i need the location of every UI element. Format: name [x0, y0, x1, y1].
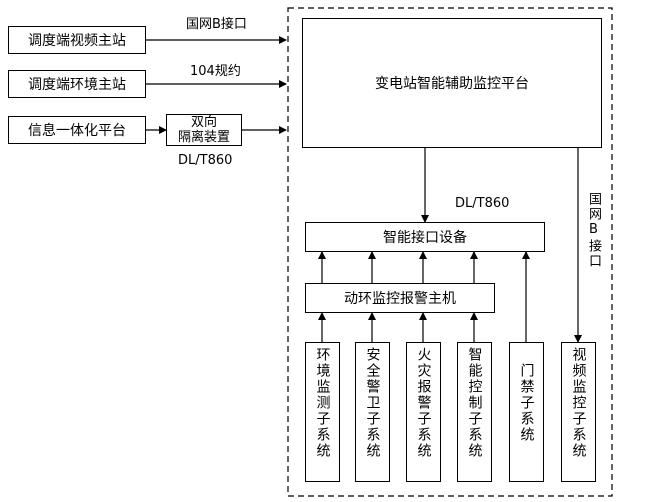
dispatch-video-station-label: 调度端视频主站 — [28, 33, 126, 49]
info-integration-platform-label: 信息一体化平台 — [28, 123, 126, 139]
subsystem-security: 安全警卫子系统 — [355, 342, 390, 482]
subsystem-intelligent-control: 智能控制子系统 — [457, 342, 492, 482]
isolation-device-line2: 隔离装置 — [177, 130, 230, 145]
dispatch-env-station: 调度端环境主站 — [8, 70, 146, 98]
gb-interface-vertical-label: 国网B接口 — [586, 192, 601, 269]
monitoring-platform-title: 变电站智能辅助监控平台 — [375, 76, 529, 92]
intelligent-interface-device-label: 智能接口设备 — [383, 230, 467, 246]
dispatch-video-station: 调度端视频主站 — [8, 26, 146, 54]
alarm-host: 动环监控报警主机 — [305, 283, 495, 313]
subsystem-video-monitoring-label: 视频监控子系统 — [570, 347, 587, 459]
subsystem-intelligent-control-label: 智能控制子系统 — [466, 347, 483, 459]
subsystem-environment: 环境监测子系统 — [305, 342, 340, 482]
gb-interface-label: 国网B接口 — [186, 17, 247, 32]
subsystem-fire-alarm-label: 火灾报警子系统 — [415, 347, 432, 459]
dlt860-bottom-label: DL/T860 — [178, 153, 233, 168]
subsystem-video-monitoring: 视频监控子系统 — [561, 342, 596, 482]
subsystem-fire-alarm: 火灾报警子系统 — [406, 342, 441, 482]
isolation-device: 双向 隔离装置 — [166, 114, 242, 146]
iec104-label: 104规约 — [190, 64, 241, 79]
subsystem-environment-label: 环境监测子系统 — [314, 347, 331, 459]
subsystem-access-control: 门禁子系统 — [509, 342, 544, 482]
dlt860-mid-label: DL/T860 — [455, 196, 510, 211]
subsystem-access-control-label: 门禁子系统 — [518, 363, 535, 443]
alarm-host-label: 动环监控报警主机 — [344, 291, 456, 307]
monitoring-platform: 变电站智能辅助监控平台 — [302, 18, 602, 148]
isolation-device-line1: 双向 — [190, 115, 217, 130]
dispatch-env-station-label: 调度端环境主站 — [28, 77, 126, 93]
intelligent-interface-device: 智能接口设备 — [305, 222, 545, 252]
subsystem-security-label: 安全警卫子系统 — [364, 347, 381, 459]
substation-boundary — [287, 7, 613, 497]
info-integration-platform: 信息一体化平台 — [8, 116, 146, 144]
